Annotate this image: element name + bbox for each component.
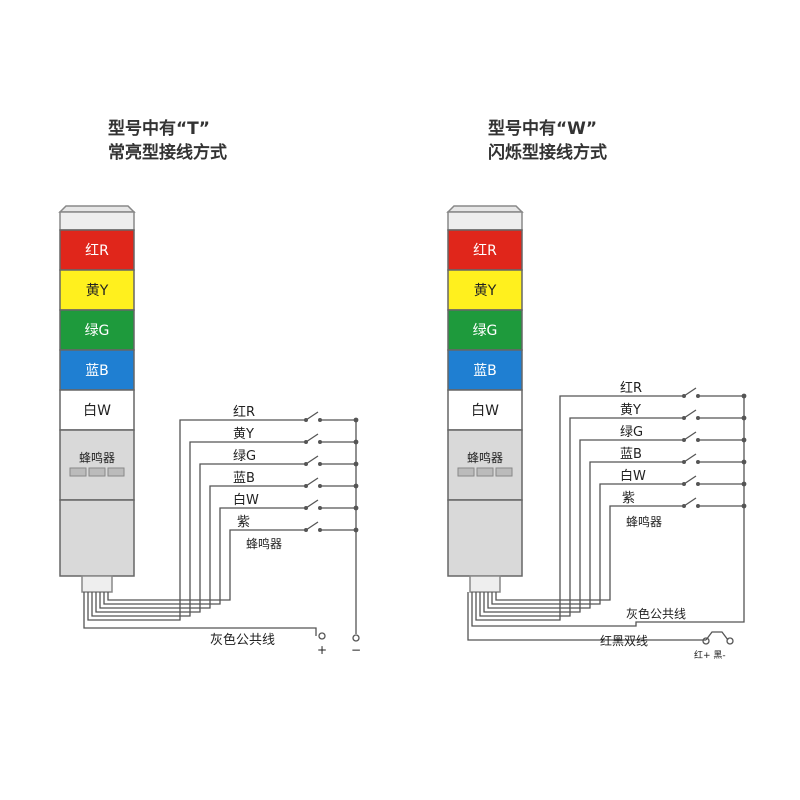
right-buzzer-segment [447, 429, 523, 501]
right-wire-label-white: 白W [620, 468, 646, 484]
left-wire-label-blue: 蓝B [233, 471, 255, 486]
left-title-line1: 型号中有“T” [108, 118, 210, 139]
left-segment-blue [59, 349, 135, 391]
right-terminal-plus [702, 637, 710, 645]
left-switch-white [294, 499, 356, 509]
left-wire-label-buzzer: 蜂鸣器 [246, 536, 282, 551]
left-segment-blue-label: 蓝B [85, 363, 109, 379]
left-wire-green [95, 463, 294, 613]
left-wire-label-green: 绿G [233, 449, 256, 464]
left-buzzer-grille [107, 467, 125, 477]
left-wire-white [103, 507, 294, 605]
left-signal-tower: 红R 黄Y 绿G 蓝B 白W 蜂鸣器 [58, 205, 136, 593]
right-buzzer-grille [476, 467, 494, 477]
left-plus-label: + [317, 643, 327, 657]
left-wire-purple [107, 529, 294, 601]
right-segment-blue-label: 蓝B [473, 363, 497, 379]
right-wire-label-buzzer: 蜂鸣器 [626, 514, 662, 529]
right-segment-green-label: 绿G [473, 323, 498, 339]
left-wire-blue [99, 485, 294, 609]
left-common-label: 灰色公共线 [210, 632, 275, 648]
right-buzzer-label: 蜂鸣器 [467, 450, 503, 465]
left-segment-yellow [59, 269, 135, 311]
right-wire-label-green: 绿G [620, 425, 643, 440]
right-wire-white [491, 483, 672, 605]
right-segment-white [447, 389, 523, 431]
right-segment-red-label: 红R [473, 243, 497, 259]
right-wire-label-purple: 紫 [622, 491, 635, 506]
left-segment-yellow-label: 黄Y [86, 282, 109, 299]
left-tower-cap [58, 205, 136, 213]
right-diagram: 型号中有“W” 闪烁型接线方式 红R 黄Y 绿G 蓝B 白W 蜂鸣器 [446, 118, 747, 661]
right-wire-label-yellow: 黄Y [620, 403, 641, 418]
left-segment-green-label: 绿G [85, 323, 110, 339]
right-wire-common [471, 396, 745, 627]
right-segment-yellow-label: 黄Y [474, 282, 497, 299]
right-common-label: 灰色公共线 [626, 607, 686, 621]
left-title-line2: 常亮型接线方式 [108, 142, 227, 163]
left-switch-green [294, 455, 356, 465]
left-wire-label-yellow: 黄Y [233, 427, 254, 442]
left-terminal-minus [352, 634, 360, 642]
right-tower-cap [446, 205, 524, 213]
left-buzzer-grille [88, 467, 106, 477]
right-title-line2: 闪烁型接线方式 [488, 142, 607, 163]
left-switch-red [294, 411, 356, 421]
left-tower-body [59, 499, 135, 577]
right-pair-loop [705, 631, 729, 641]
left-segment-red [59, 229, 135, 271]
right-wire-label-blue: 蓝B [620, 447, 642, 462]
left-switch-blue [294, 477, 356, 487]
left-wiring [83, 411, 357, 636]
left-wire-label-white: 白W [233, 492, 259, 508]
right-pair-label: 红黑双线 [600, 633, 648, 648]
left-tower-base [81, 575, 113, 593]
left-tower-top [59, 211, 135, 231]
left-wire-label-purple: 紫 [237, 515, 250, 530]
left-switch-dots [304, 417, 359, 533]
left-wire-common [83, 592, 317, 636]
right-signal-tower: 红R 黄Y 绿G 蓝B 白W 蜂鸣器 [446, 205, 524, 593]
right-wire-yellow [479, 417, 672, 617]
right-segment-red [447, 229, 523, 271]
left-wire-label-red: 红R [233, 404, 255, 420]
right-wire-label-red: 红R [620, 380, 642, 396]
right-segment-white-label: 白W [471, 403, 499, 419]
left-terminal-plus [318, 632, 326, 640]
left-wire-red [87, 419, 294, 621]
left-wire-yellow [91, 441, 294, 617]
left-buzzer-grille [69, 467, 87, 477]
left-diagram: 型号中有“T” 常亮型接线方式 红R 黄Y 绿G 蓝B 白W 蜂鸣器 [58, 118, 361, 657]
right-terminal-minus [726, 637, 734, 645]
left-segment-red-label: 红R [85, 243, 109, 259]
left-switch-yellow [294, 433, 356, 443]
left-switch-purple [294, 521, 356, 531]
left-buzzer-segment [59, 429, 135, 501]
right-wire-purple [495, 505, 672, 601]
right-title-line1: 型号中有“W” [488, 118, 597, 139]
left-segment-white-label: 白W [83, 403, 111, 419]
left-minus-label: − [351, 643, 361, 657]
right-wire-green [483, 439, 672, 613]
right-wire-red [475, 395, 672, 621]
right-wire-blue [487, 461, 672, 609]
right-buzzer-grille [457, 467, 475, 477]
right-wire-pair [467, 592, 706, 641]
left-buzzer-label: 蜂鸣器 [79, 450, 115, 465]
right-tower-body [447, 499, 523, 577]
right-pair-terminals-label: 红+ 黑- [694, 649, 726, 661]
right-tower-base [469, 575, 501, 593]
right-wiring [467, 387, 745, 641]
right-switch-dots [682, 393, 747, 509]
right-buzzer-grille [495, 467, 513, 477]
right-segment-green [447, 309, 523, 351]
right-tower-top [447, 211, 523, 231]
